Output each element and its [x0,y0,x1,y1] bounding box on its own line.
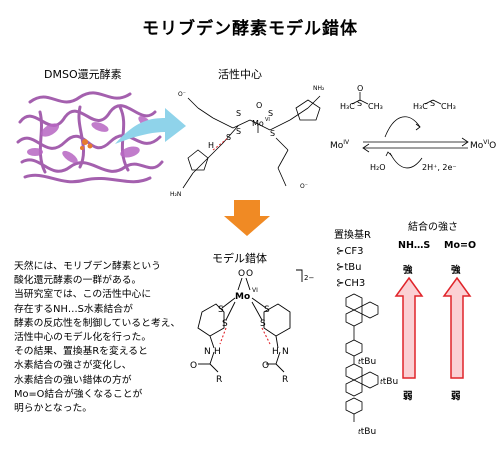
svg-text:O: O [357,84,363,93]
svg-text:O⁻: O⁻ [300,183,308,190]
dmso-label: DMSO還元酵素 [44,68,122,81]
svg-text:S: S [218,305,224,315]
charge-label: 2− [304,274,314,282]
svg-text:O: O [190,361,197,371]
bond-strength-label: 結合の強さ [408,222,458,233]
description-text: 天然には、モリブデン酵素という 酸化還元酵素の一群がある。 当研究室では、この活… [14,260,199,416]
substituent-tbu-2: ttBu [358,357,376,367]
substituent-list: ⊱CF3 ⊱tBu ⊱CH3 [336,244,365,292]
svg-text:S: S [222,319,228,329]
svg-text:O⁻: O⁻ [178,91,186,98]
mo-vi-o-label: MoVIO [470,139,496,151]
substituent-tbu: ⊱tBu [336,262,362,273]
svg-text:S: S [270,129,275,138]
model-label: モデル錯体 [212,252,267,265]
description-line: 水素結合の強い錯体の方が [14,374,132,386]
description-line: 活性中心のモデル化を行った。 [14,332,152,344]
svg-text:Mo: Mo [252,119,264,128]
svg-text:S: S [260,319,266,329]
weak-label-right: 弱 [451,391,461,402]
substituent-cf3: ⊱CF3 [336,246,364,257]
svg-text:R: R [216,375,222,385]
mo-iv-label: MoIV [330,139,350,151]
strength-up-arrow-left-icon [394,276,424,379]
svg-text:N: N [282,347,289,357]
aryl-substituents-structure: ttBu ttBu ttBu [345,293,398,437]
svg-text:H: H [272,347,279,357]
description-line: 存在するNH…S水素結合が [14,303,133,315]
svg-text:R: R [282,375,288,385]
svg-text:O: O [262,361,269,371]
description-line: Mo=O結合が強くなることが [14,388,143,400]
svg-text:H₂N: H₂N [170,191,181,198]
svg-text:S: S [357,99,362,108]
active-center-label: 活性中心 [218,68,262,81]
description-line: 天然には、モリブデン酵素という [14,261,161,272]
description-line: 明らかとなった。 [14,403,93,415]
electrons-label: 2H⁺, 2e⁻ [422,163,457,172]
svg-text:O: O [256,101,262,110]
svg-text:S: S [268,109,273,118]
svg-text:N: N [204,347,211,357]
page-title: モリブデン酵素モデル錯体 [142,19,358,39]
svg-text:O: O [238,269,245,279]
description-line: 当研究室では、この活性中心に [14,289,152,301]
protein-structure-icon [16,91,164,184]
svg-text:S: S [264,305,270,315]
svg-text:CH₃: CH₃ [441,102,456,111]
bond-mo-o-label: Mo=O [444,240,477,251]
svg-text:VI: VI [252,287,258,294]
substituent-tbu-4: ttBu [358,427,376,437]
svg-text:H₃C: H₃C [413,102,428,111]
svg-text:S: S [226,133,231,142]
bond-nh-s-label: NH…S [398,240,431,251]
svg-text:NH₂: NH₂ [313,85,325,92]
substituent-tbu-3: ttBu [380,377,398,387]
description-line: 水素結合の強さが変化し、 [14,360,132,372]
strength-up-arrow-right-icon [442,276,472,379]
svg-text:S: S [430,99,435,108]
description-line: その結果、置換基Rを変えると [14,346,148,358]
svg-text:VI: VI [265,117,270,123]
svg-text:Mo: Mo [235,292,250,302]
svg-text:H: H [208,141,214,150]
svg-text:S: S [236,109,241,118]
description-line: 酸化還元酵素の一群がある。 [14,275,142,287]
description-line: 酵素の反応性を制御していると考え、 [14,317,181,329]
svg-text:CH₃: CH₃ [368,102,383,111]
h2o-label: H₂O [370,163,386,172]
strong-label-left: 強 [403,265,413,276]
weak-label-left: 弱 [403,391,413,402]
svg-text:S: S [236,127,241,136]
svg-text:O: O [246,269,253,279]
substituent-ch3: ⊱CH3 [336,278,366,289]
strong-label-right: 強 [451,265,461,276]
substituent-label: 置換基R [334,230,371,241]
orange-down-arrow-icon [224,200,270,236]
svg-text:H: H [214,347,221,357]
cyan-curved-arrow-icon [115,108,186,144]
svg-text:H₃C: H₃C [340,102,355,111]
